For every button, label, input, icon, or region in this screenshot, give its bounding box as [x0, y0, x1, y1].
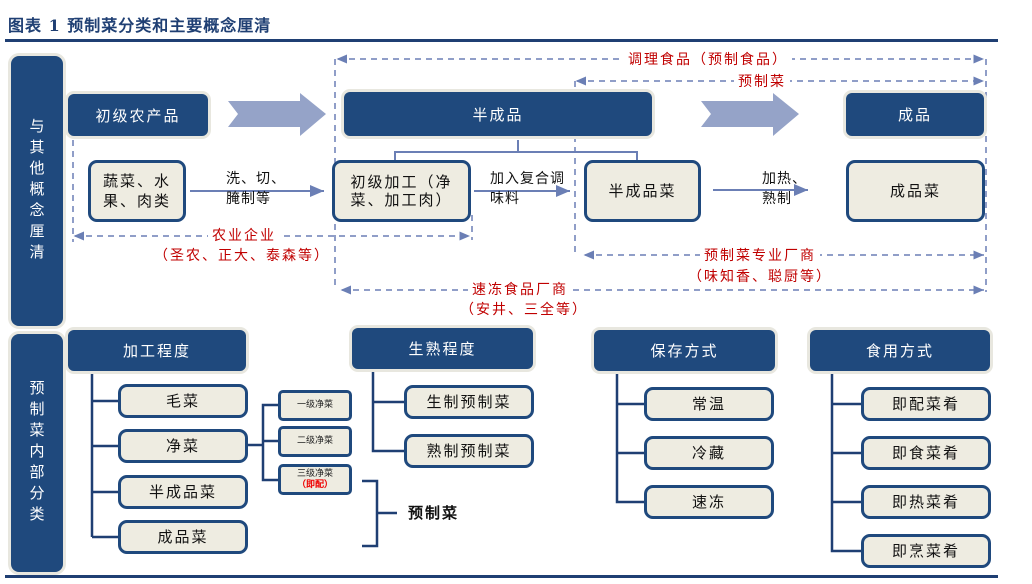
item-eating-3: 即热菜肴 — [861, 485, 991, 519]
sub-clean-1: 一级净菜 — [278, 390, 352, 421]
item-eating-1: 即配菜肴 — [861, 387, 991, 421]
node-raw: 蔬菜、水果、肉类 — [88, 160, 186, 222]
semi-bracket — [394, 151, 638, 160]
sub-clean-2-label: 二级净菜 — [296, 436, 333, 447]
header-processing: 加工程度 — [68, 330, 246, 371]
node-finished: 成品菜 — [846, 160, 985, 222]
range-label-specialist: 预制菜专业厂商 — [700, 245, 820, 265]
stage-finished: 成品 — [846, 93, 984, 136]
sub-clean-3-note: （即配） — [296, 479, 333, 490]
item-processing-1: 毛菜 — [118, 384, 248, 418]
figure-title: 图表 1 预制菜分类和主要概念厘清 — [8, 16, 272, 35]
top-rule — [5, 39, 998, 42]
range-label-frozen-sub: （安井、三全等） — [460, 302, 588, 318]
item-storage-2: 冷藏 — [644, 436, 774, 470]
side-label-classification: 预制菜内部分类 — [11, 334, 63, 572]
node-semi: 半成品菜 — [584, 160, 701, 222]
node-primary: 初级加工（净菜、加工肉） — [332, 160, 471, 222]
item-storage-1: 常温 — [644, 387, 774, 421]
bracket-label: 预制菜 — [408, 504, 460, 522]
step-season: 加入复合调味料 — [490, 171, 565, 208]
stage-arrows — [228, 93, 799, 136]
header-storage: 保存方式 — [594, 330, 775, 371]
side-label-concepts: 与其他概念厘清 — [11, 56, 63, 326]
item-processing-4: 成品菜 — [118, 520, 248, 554]
sub-clean-1-label: 一级净菜 — [296, 400, 333, 411]
stage-semi: 半成品 — [344, 92, 652, 136]
stage-arrow-1 — [228, 93, 326, 136]
item-storage-3: 速冻 — [644, 485, 774, 519]
range-label-specialist-sub: （味知香、聪厨等） — [688, 269, 832, 285]
item-processing-3: 半成品菜 — [118, 475, 248, 509]
step-wash: 洗、切、腌制等 — [226, 171, 286, 208]
range-label-agri: 农业企业 — [208, 225, 280, 245]
header-cooking: 生熟程度 — [352, 328, 533, 369]
bracket — [362, 479, 379, 548]
sub-clean-3: 三级净菜（即配） — [278, 464, 352, 495]
item-eating-4: 即烹菜肴 — [861, 534, 991, 568]
item-cooking-1: 生制预制菜 — [404, 385, 534, 419]
step-heat: 加热、熟制 — [762, 171, 807, 208]
range-label-frozen: 速冻食品厂商 — [468, 279, 572, 299]
range-label-prepared-dish: 预制菜 — [734, 71, 790, 91]
tree-lines — [90, 369, 861, 553]
item-eating-2: 即食菜肴 — [861, 436, 991, 470]
range-label-prepared-food: 调理食品（预制食品） — [624, 49, 792, 69]
bottom-rule — [5, 575, 998, 578]
stage-arrow-2 — [701, 93, 799, 136]
stage-raw: 初级农产品 — [68, 94, 208, 136]
sub-clean-3-label: 三级净菜 — [296, 468, 333, 479]
item-cooking-2: 熟制预制菜 — [404, 434, 534, 468]
sub-clean-2: 二级净菜 — [278, 426, 352, 457]
header-eating: 食用方式 — [810, 330, 990, 371]
range-label-agri-sub: （圣农、正大、泰森等） — [154, 248, 330, 264]
item-processing-2: 净菜 — [118, 429, 248, 463]
